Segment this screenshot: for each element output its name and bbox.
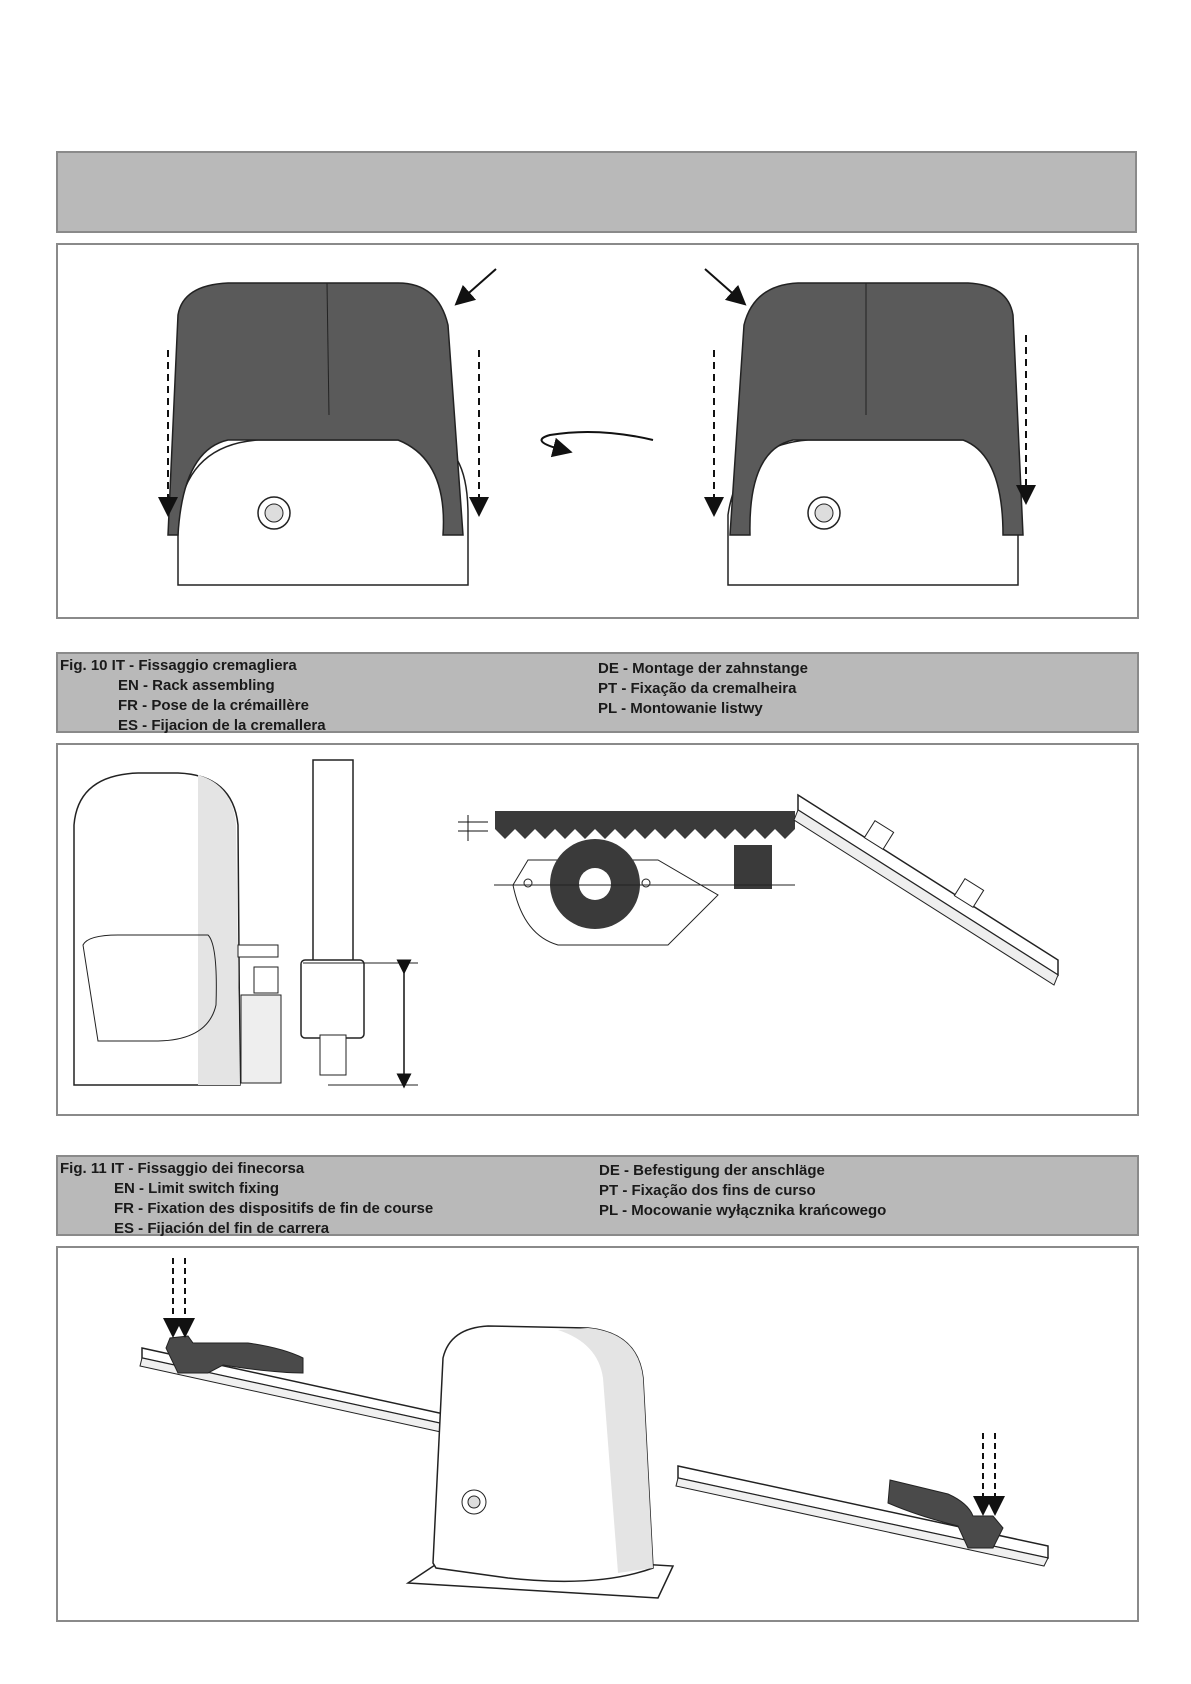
fig10-it: Fig. 10 IT - Fissaggio cremagliera [60,657,297,674]
fig11-fr: FR - Fixation des dispositifs de fin de … [114,1200,434,1217]
rack-assembly-illustration [56,743,1139,1116]
cover-left [167,282,464,536]
rack-assembly-drawing [73,759,1059,1089]
motor-side-view [73,772,282,1086]
fig11-it: Fig. 11 IT - Fissaggio dei finecorsa [60,1160,305,1177]
fig10-caption: Fig. 10 IT - Fissaggio cremagliera EN - … [56,652,1139,734]
cover-removal-illustration [56,243,1139,619]
fig11-pl: PL - Mocowanie wyłącznika krańcowego [599,1202,887,1219]
fig11-es: ES - Fijación del fin de carrera [114,1220,330,1237]
gate-profile [300,759,365,1076]
fig10-de: DE - Montage der zahnstange [598,660,809,677]
fig11-caption: Fig. 11 IT - Fissaggio dei finecorsa EN … [56,1155,1139,1237]
rack-icon [495,811,795,889]
motor-perspective [405,1325,675,1599]
fig10-en: EN - Rack assembling [118,677,275,694]
fig10-es: ES - Fijacion de la cremallera [118,717,326,734]
fig10-pl: PL - Montowanie listwy [598,700,763,717]
fig10-fr: FR - Pose de la crémaillère [118,697,309,714]
limit-switch-illustration [56,1246,1139,1622]
pinion-gear-icon [512,839,719,946]
rotate-arrow-icon [540,430,654,458]
fig11-en: EN - Limit switch fixing [114,1180,280,1197]
fig10-pt: PT - Fixação da cremalheira [598,680,797,697]
limit-switch-drawing [139,1258,1049,1599]
header-bar [56,151,1137,233]
limit-switch-icon-right [887,1479,1004,1549]
cover-right [729,282,1024,536]
fig11-pt: PT - Fixação dos fins de curso [599,1182,816,1199]
motor-base-right [727,439,1019,586]
limit-switch-icon [165,1335,304,1374]
cover-removal-drawing [158,268,1036,586]
motor-base-left [177,439,469,586]
fig11-de: DE - Befestigung der anschläge [599,1162,825,1179]
rack-segments [793,793,1059,986]
